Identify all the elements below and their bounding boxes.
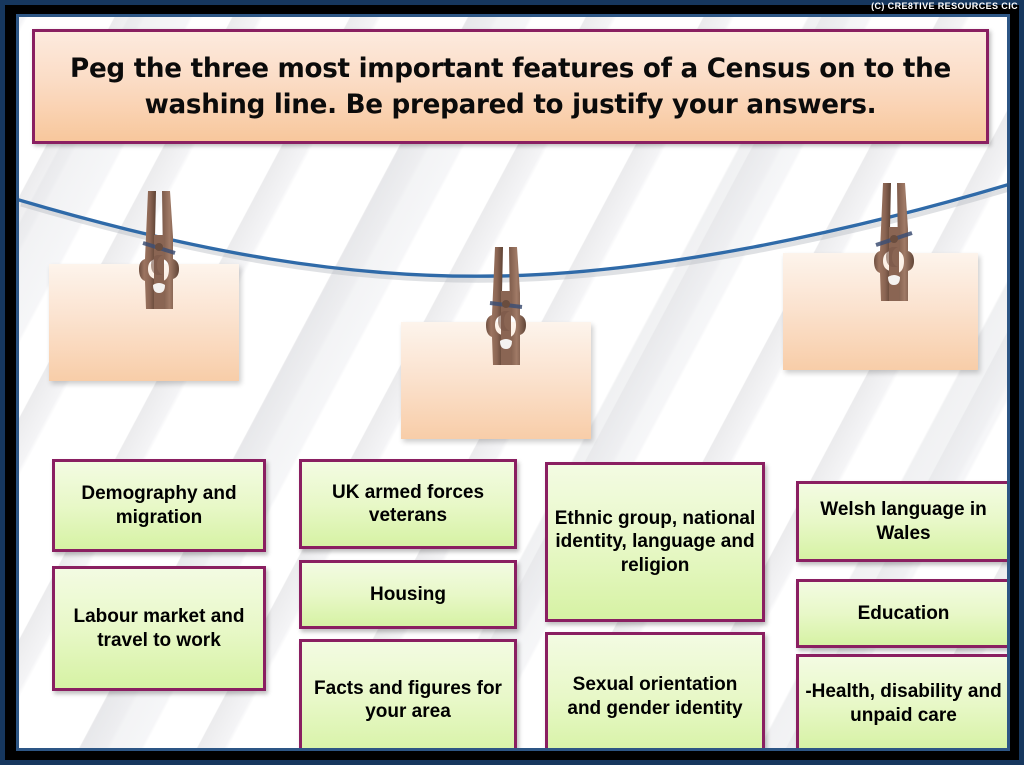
instruction-box: Peg the three most important features of…: [32, 29, 989, 144]
blank-card-1[interactable]: [49, 264, 239, 381]
answer-card-demography[interactable]: Demography and migration: [52, 459, 266, 552]
answer-card-label: Welsh language in Wales: [820, 499, 987, 544]
answer-card-label: UK armed forces veterans: [331, 481, 485, 526]
answer-card-label: Education: [857, 602, 950, 624]
answer-card-education[interactable]: Education: [796, 579, 1007, 648]
answer-card-veterans[interactable]: UK armed forces veterans: [299, 459, 517, 549]
slide-canvas: Peg the three most important features of…: [19, 17, 1007, 748]
answer-card-ethnic-group[interactable]: Ethnic group, national identity, languag…: [545, 462, 765, 622]
answer-card-label: Ethnic group, national identity, languag…: [554, 508, 756, 576]
answer-card-label: Sexual orientation and gender identity: [567, 674, 743, 719]
blank-card-2[interactable]: [401, 322, 591, 439]
answer-card-labour-market[interactable]: Labour market and travel to work: [52, 566, 266, 691]
answer-card-sexual-orientation[interactable]: Sexual orientation and gender identity: [545, 632, 765, 748]
answer-card-label: Facts and figures for your area: [314, 677, 502, 722]
instruction-text: Peg the three most important features of…: [70, 52, 951, 120]
copyright-notice: (C) CRE8TIVE RESOURCES CIC: [871, 1, 1018, 11]
answer-card-facts-and-figures[interactable]: Facts and figures for your area: [299, 639, 517, 748]
answer-card-label: Labour market and travel to work: [73, 606, 245, 651]
answer-card-label: Demography and migration: [81, 483, 237, 528]
answer-card-housing[interactable]: Housing: [299, 560, 517, 629]
blank-card-3[interactable]: [783, 253, 978, 370]
answer-card-label: Housing: [370, 583, 446, 605]
answer-card-welsh-language[interactable]: Welsh language in Wales: [796, 481, 1007, 562]
answer-card-label: -Health, disability and unpaid care: [805, 681, 1002, 726]
answer-card-health[interactable]: -Health, disability and unpaid care: [796, 654, 1007, 748]
